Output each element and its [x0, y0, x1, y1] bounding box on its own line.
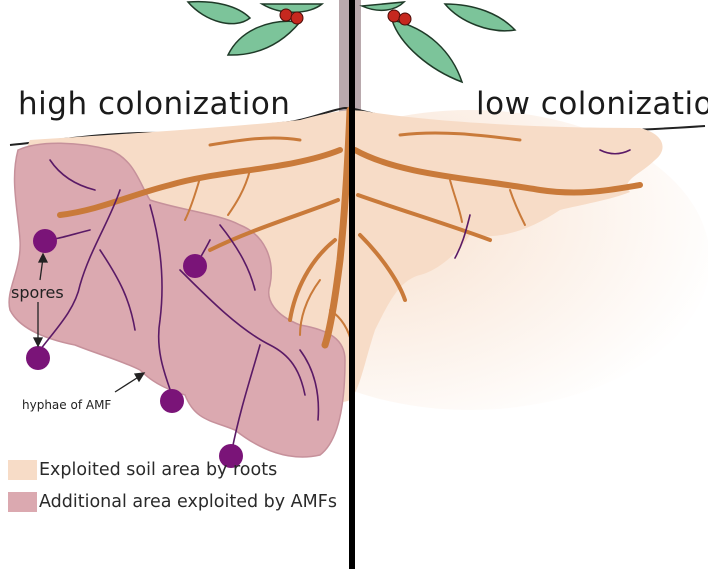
legend-swatch-amf [8, 492, 37, 512]
arrow-hyphae-head [135, 373, 144, 381]
legend-label-amf: Additional area exploited by AMFs [39, 492, 337, 512]
label-hyphae: hyphae of AMF [22, 398, 111, 412]
spore-2 [183, 254, 207, 278]
legend-item-soil: Exploited soil area by roots [8, 460, 277, 480]
label-spores: spores [11, 283, 64, 302]
leaf-left-3 [262, 4, 322, 12]
spore-3 [26, 346, 50, 370]
title-high-colonization: high colonization [18, 86, 290, 122]
spore-1 [33, 229, 57, 253]
leaf-right-3 [362, 2, 404, 10]
berry-2 [291, 12, 303, 24]
leaf-left-1 [188, 2, 250, 24]
leaf-left-2 [228, 21, 300, 55]
spore-4 [160, 389, 184, 413]
legend-label-soil: Exploited soil area by roots [39, 460, 277, 480]
center-divider [349, 0, 355, 569]
legend-swatch-soil [8, 460, 37, 480]
leaf-right-2 [445, 4, 515, 31]
arrow-hyphae [115, 376, 140, 392]
title-low-colonization: low colonization [476, 86, 708, 122]
berry-1 [280, 9, 292, 21]
arrow-spore-down-head [34, 338, 42, 346]
berry-3 [388, 10, 400, 22]
legend-item-amf: Additional area exploited by AMFs [8, 492, 337, 512]
leaf-right-1 [392, 20, 462, 82]
berry-4 [399, 13, 411, 25]
